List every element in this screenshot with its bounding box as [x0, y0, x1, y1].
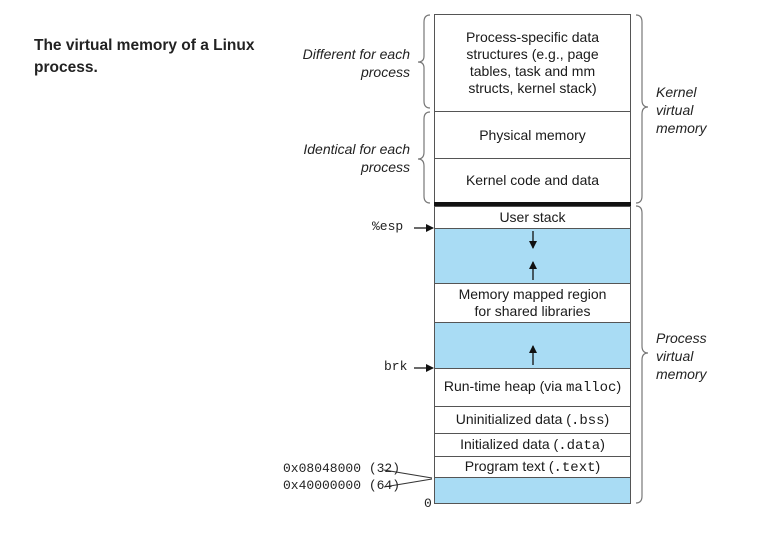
segment-physical-memory-label: Physical memory [479, 126, 586, 143]
label-esp: %esp [372, 219, 404, 234]
bracket-process [635, 205, 649, 504]
segment-mmap-line2: for shared libraries [474, 303, 591, 319]
segment-process-specific-data: Process-specific data structures (e.g., … [434, 14, 631, 112]
label-brk: brk [384, 359, 408, 374]
segment-process-specific-label: Process-specific data structures (e.g., … [465, 29, 600, 96]
segment-text: Program text (.text) [434, 456, 631, 478]
label-kernel-virtual-memory: Kernel virtual memory [656, 84, 707, 136]
segment-mmap-line1: Memory mapped region [458, 286, 607, 302]
segment-text-label: Program text (.text) [464, 457, 601, 476]
label-address-64: 0x40000000 (64) [283, 478, 401, 493]
segment-heap-label: Run-time heap (via malloc) [443, 378, 622, 396]
label-process-virtual-memory: Process virtual memory [656, 330, 707, 382]
segment-data-label: Initialized data (.data) [460, 435, 605, 454]
addr32-leader [383, 469, 433, 479]
bracket-identical [417, 111, 431, 204]
segment-user-stack-label: User stack [499, 209, 566, 225]
addr64-leader [383, 478, 433, 488]
label-different-for-each-process: Different for each process [302, 46, 410, 80]
segment-bss-label: Uninitialized data (.bss) [455, 410, 610, 429]
free-region-bottom [434, 477, 631, 504]
bracket-kernel [635, 14, 649, 204]
label-address-32: 0x08048000 (32) [283, 461, 401, 476]
segment-kernel-code-label: Kernel code and data [465, 172, 600, 188]
diagram-title: The virtual memory of a Linux process. [34, 37, 255, 76]
kernel-user-boundary [434, 202, 631, 206]
label-identical-for-each-process: Identical for each process [303, 141, 410, 175]
label-address-zero: 0 [424, 496, 432, 511]
segment-memory-mapped: Memory mapped region for shared librarie… [434, 283, 631, 323]
bracket-different [417, 14, 431, 109]
